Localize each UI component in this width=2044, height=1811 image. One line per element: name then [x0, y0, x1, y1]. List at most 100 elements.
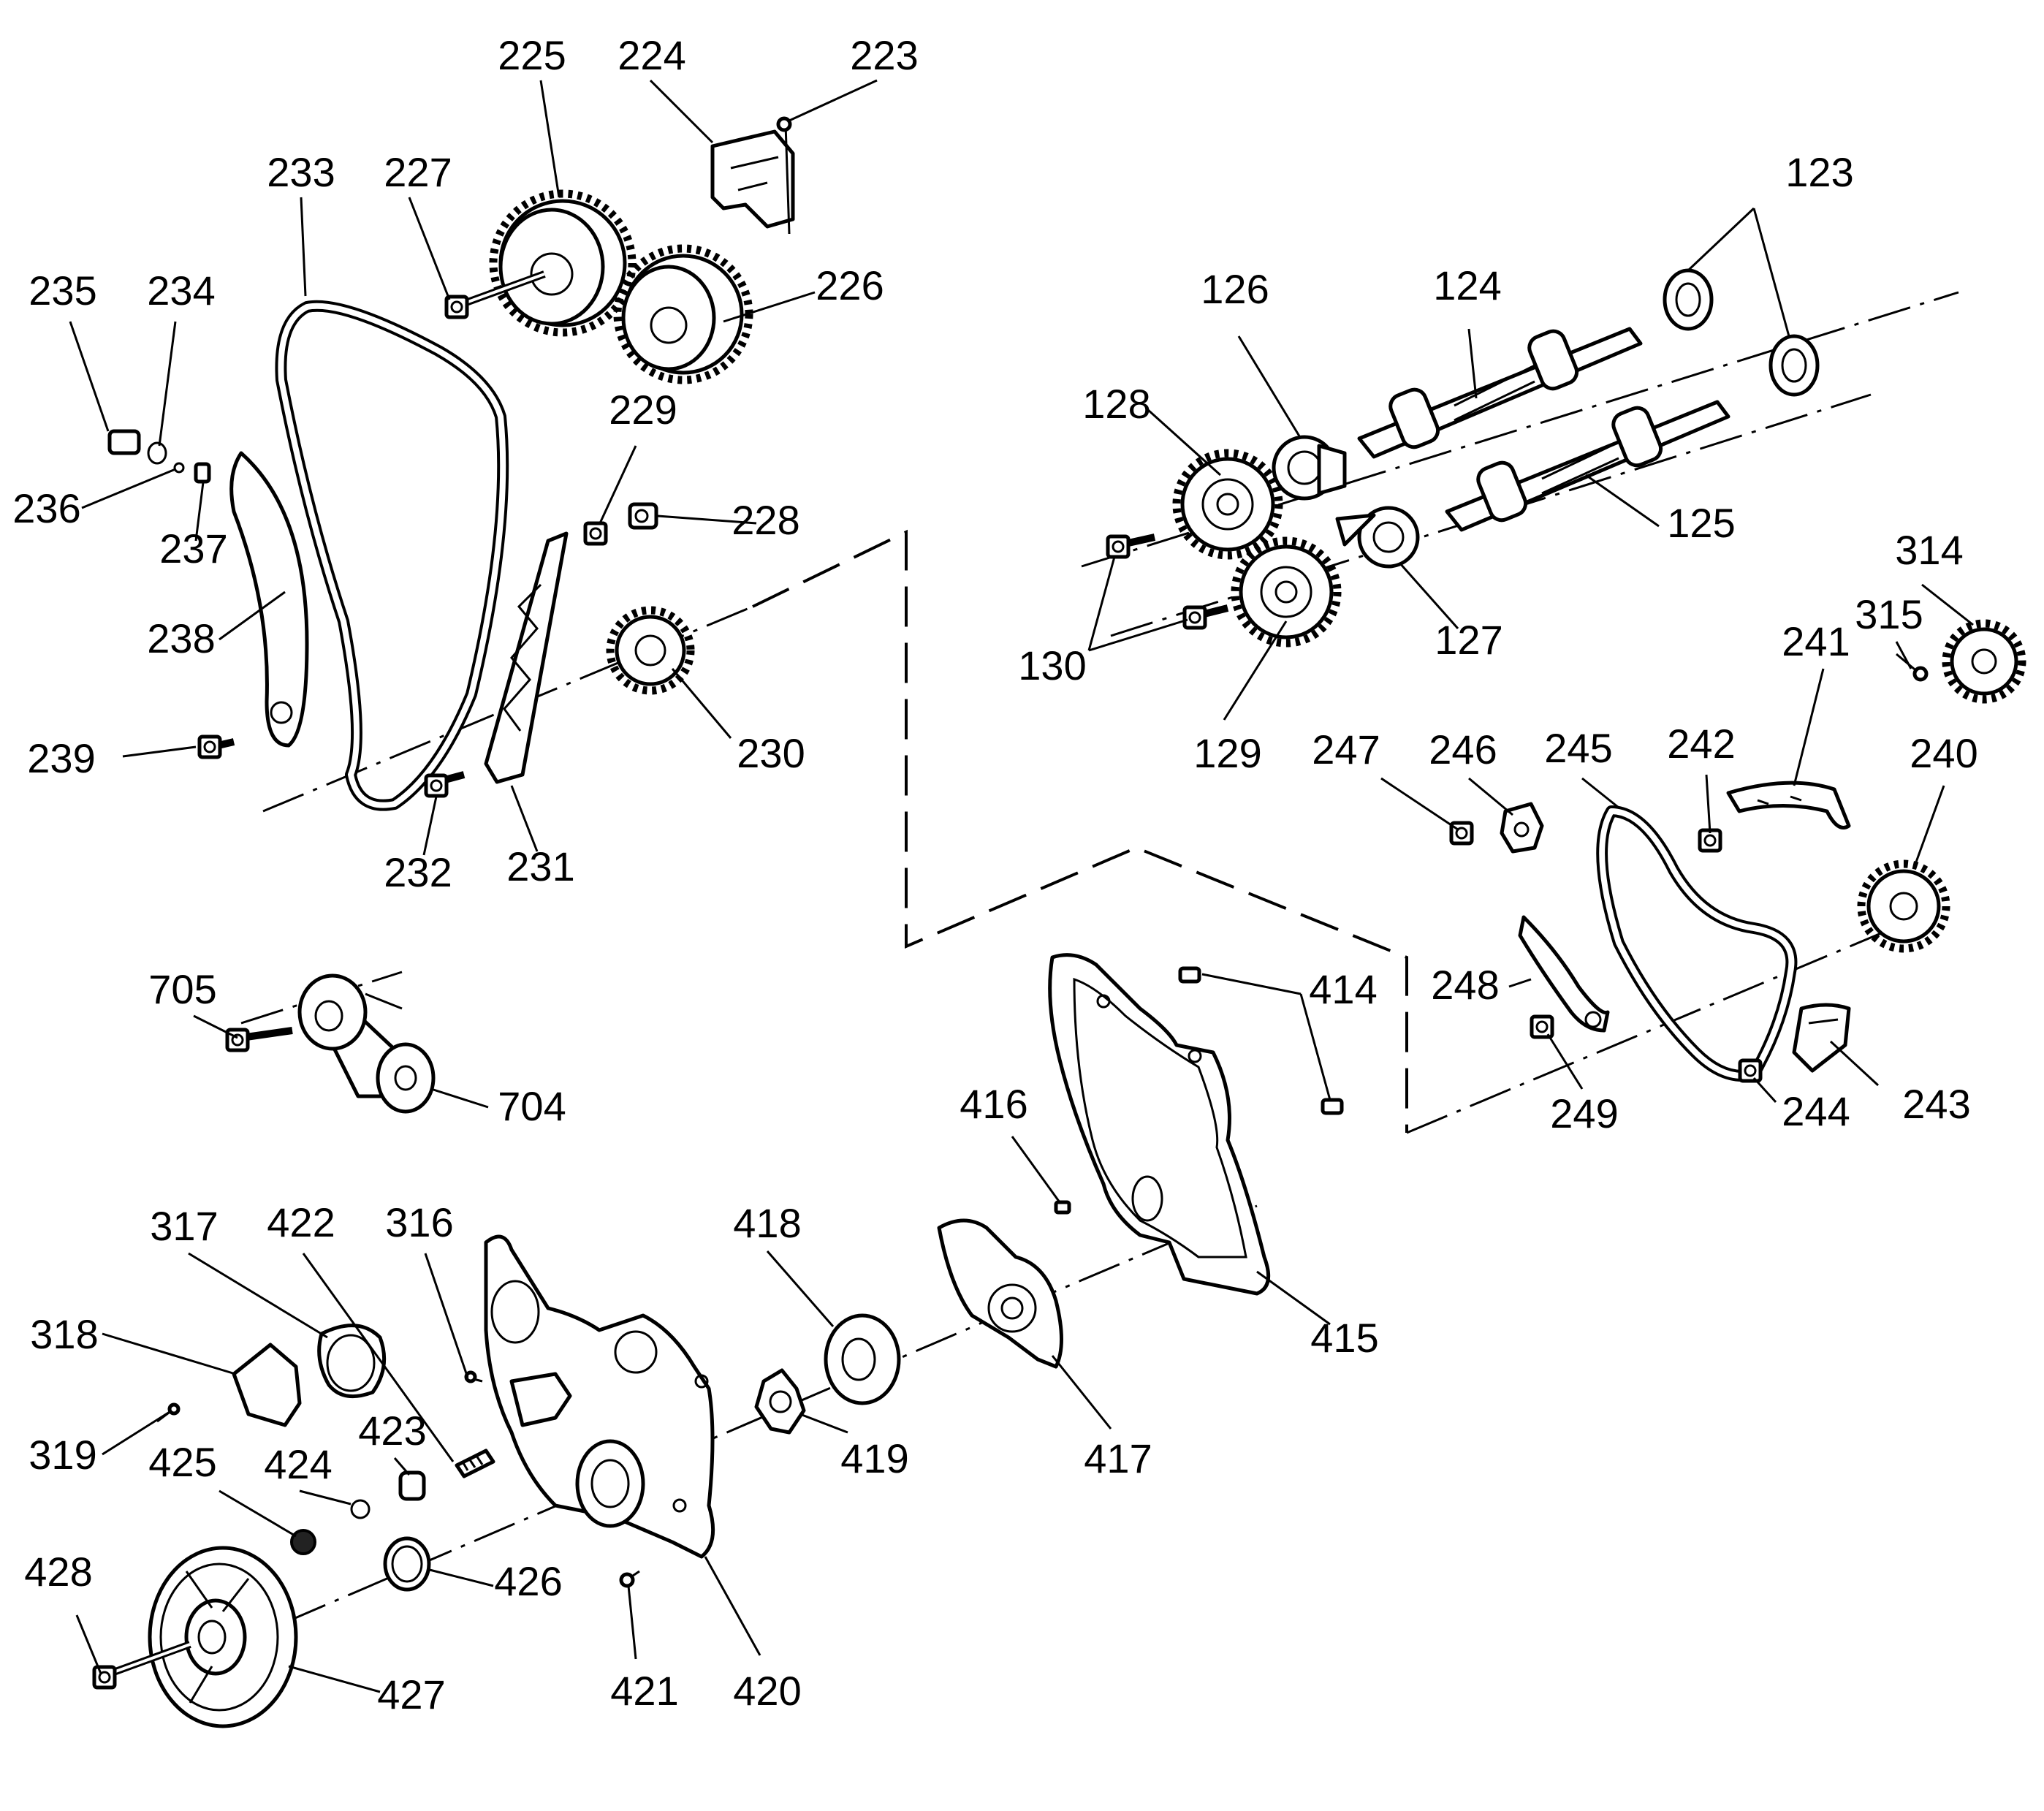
gasket-415: [1048, 953, 1271, 1296]
bolt-428: [94, 1641, 191, 1687]
valve-423: [398, 1470, 426, 1501]
bolt-244: [1740, 1060, 1760, 1081]
label-415: 415: [1310, 1315, 1378, 1361]
label-420: 420: [733, 1668, 801, 1714]
sprocket-226: [613, 244, 753, 384]
sprocket-230: [606, 606, 695, 695]
label-318: 318: [30, 1311, 98, 1357]
label-417: 417: [1084, 1435, 1152, 1481]
label-247: 247: [1312, 726, 1380, 772]
actuator-126: [1272, 435, 1347, 501]
bolt-229: [585, 523, 606, 544]
sprocket-314: [1942, 619, 2026, 704]
label-128: 128: [1082, 381, 1150, 427]
label-223: 223: [850, 32, 918, 78]
front-cover-420: [484, 1234, 715, 1559]
guide-231: [484, 531, 569, 784]
label-319: 319: [29, 1432, 96, 1478]
label-315: 315: [1855, 591, 1923, 637]
spring-422: [455, 1449, 495, 1478]
sprocket-128: [1177, 453, 1279, 555]
label-126: 126: [1201, 266, 1269, 312]
pump-housing-417: [937, 1218, 1063, 1369]
label-225: 225: [498, 32, 566, 78]
guide-241: [1726, 781, 1851, 829]
plug-235-seal-234-236-237: [107, 429, 211, 484]
label-316: 316: [385, 1199, 453, 1245]
label-233: 233: [267, 149, 335, 195]
idler-pulley-704: [297, 973, 436, 1114]
label-124: 124: [1433, 262, 1501, 308]
label-232: 232: [384, 849, 452, 895]
label-416: 416: [960, 1081, 1027, 1127]
label-419: 419: [840, 1435, 908, 1481]
seal-426: [383, 1536, 431, 1592]
seal-123: [1663, 268, 1820, 397]
callout-labels: 225 224 223 233 227 226 235 234 236 237 …: [12, 32, 1977, 1717]
label-125: 125: [1667, 500, 1735, 546]
label-704: 704: [498, 1083, 566, 1129]
bolt-232: [426, 771, 466, 796]
label-427: 427: [377, 1671, 445, 1717]
sensor-228: [628, 502, 658, 530]
bracket-224: [710, 129, 795, 229]
timing-chain-233: [275, 300, 509, 811]
dowel-416: [1054, 1200, 1071, 1215]
rotor-419: [754, 1368, 806, 1435]
label-240: 240: [1910, 730, 1977, 776]
label-314: 314: [1895, 527, 1963, 573]
label-224: 224: [618, 32, 685, 78]
label-249: 249: [1550, 1090, 1618, 1136]
camshaft-124: [1357, 327, 1643, 459]
leader-lines: [69, 79, 1974, 1693]
bolt-223: [776, 116, 792, 235]
tensioner-243: [1792, 1003, 1851, 1073]
label-243: 243: [1902, 1081, 1970, 1127]
plug-425: [290, 1529, 316, 1555]
label-428: 428: [24, 1549, 92, 1595]
guide-238: [229, 451, 309, 748]
actuator-127: [1335, 506, 1420, 569]
label-421: 421: [610, 1668, 678, 1714]
cover-plate-318: [232, 1343, 302, 1427]
bolt-315: [1896, 653, 1929, 682]
label-129: 129: [1193, 730, 1261, 776]
chain-245: [1596, 805, 1798, 1082]
label-422: 422: [267, 1199, 335, 1245]
label-244: 244: [1782, 1088, 1850, 1134]
label-230: 230: [737, 730, 805, 776]
label-127: 127: [1435, 617, 1502, 663]
label-227: 227: [384, 149, 452, 195]
sprocket-129: [1235, 541, 1337, 643]
label-226: 226: [816, 262, 884, 308]
bolt-227: [447, 270, 546, 317]
label-235: 235: [29, 267, 96, 314]
label-414: 414: [1309, 966, 1377, 1012]
label-228: 228: [732, 497, 799, 543]
bolt-239: [200, 737, 235, 757]
label-246: 246: [1429, 726, 1497, 772]
label-245: 245: [1544, 725, 1612, 771]
bolt-249: [1532, 1017, 1552, 1037]
guide-248: [1518, 915, 1610, 1033]
rotor-418: [824, 1313, 901, 1405]
label-705: 705: [148, 966, 216, 1012]
sprocket-240: [1857, 859, 1950, 953]
tensioner-246: [1500, 802, 1544, 854]
label-317: 317: [150, 1203, 218, 1249]
gasket-317: [317, 1324, 387, 1399]
label-229: 229: [609, 387, 677, 433]
ring-424: [350, 1499, 371, 1519]
bolt-421: [619, 1570, 640, 1588]
label-239: 239: [27, 735, 95, 781]
label-423: 423: [358, 1408, 426, 1454]
label-248: 248: [1431, 962, 1499, 1008]
camshaft-125: [1445, 400, 1730, 532]
label-242: 242: [1667, 721, 1735, 767]
bolt-242: [1700, 830, 1720, 851]
label-236: 236: [12, 485, 80, 531]
label-424: 424: [264, 1441, 332, 1487]
label-123: 123: [1785, 149, 1853, 195]
label-237: 237: [159, 525, 227, 572]
